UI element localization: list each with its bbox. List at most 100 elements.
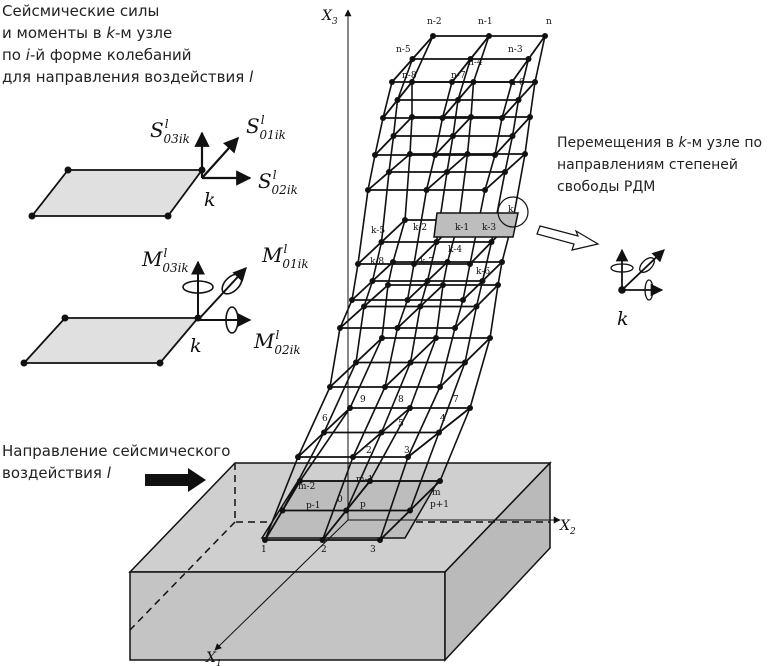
dof-rotation-diagonal-icon — [639, 257, 655, 273]
frame-member — [339, 299, 353, 329]
frame-member — [454, 299, 464, 329]
frame-node — [404, 297, 411, 303]
frame-member — [406, 263, 415, 301]
frame-node — [327, 384, 333, 390]
frame-node — [379, 335, 385, 341]
foundation-side-face — [444, 461, 551, 662]
label-3-base: 3 — [370, 545, 376, 555]
frame-node — [347, 405, 353, 411]
label-m-1: m-1 — [356, 475, 373, 485]
frame-member — [446, 135, 454, 173]
label-7: 7 — [453, 395, 459, 405]
label-m: m — [432, 488, 441, 498]
dof-rotation-horizontal-icon — [644, 279, 654, 301]
label-k-6: k-6 — [476, 267, 490, 277]
frame-node — [509, 133, 516, 139]
label-p-1: p-1 — [306, 501, 321, 511]
frame-member — [374, 117, 384, 156]
direction-caption-line2-pre: воздействия — [2, 464, 107, 482]
frame-node — [444, 169, 450, 175]
frame-member — [494, 117, 503, 156]
label-n-6: n-6 — [510, 78, 525, 88]
label-k-5: k-5 — [371, 226, 385, 236]
frame-member — [472, 35, 490, 83]
frame-node — [437, 478, 443, 484]
label-n-3: n-3 — [508, 45, 523, 55]
moment-plate-node — [20, 359, 28, 367]
frame-member — [299, 407, 351, 482]
x1-axis — [214, 519, 349, 651]
frame-member — [484, 154, 496, 191]
frame-node — [432, 152, 438, 158]
node-k-highlight-circle — [497, 196, 529, 228]
displacement-caption: Перемещения в k-м узле по направлениям с… — [557, 132, 762, 198]
coordinate-axes: X3 X2 X1 — [205, 8, 576, 666]
frame-node — [361, 303, 367, 310]
label-k-7: k-7 — [420, 257, 434, 267]
frame-member — [392, 99, 399, 137]
frame-node — [378, 429, 385, 436]
frame-member — [439, 327, 456, 388]
frame-node — [367, 478, 373, 484]
frame-member — [371, 241, 383, 282]
frame-node — [449, 79, 455, 85]
frame-member — [434, 117, 444, 156]
frame-member — [367, 154, 376, 191]
frame-node — [522, 151, 528, 157]
frame-node — [542, 33, 548, 39]
frame-member — [363, 280, 374, 307]
label-4: 4 — [440, 414, 446, 424]
frame-node — [525, 56, 532, 62]
label-k-8: k-8 — [370, 257, 384, 267]
frame-node — [389, 79, 395, 85]
displacement-caption-line1-post: -м узле по — [686, 135, 763, 151]
moment-plate — [21, 317, 200, 364]
label-2-floor: 2 — [366, 446, 372, 456]
frame-node — [402, 217, 408, 223]
forces-caption-line2-post: -м узле — [115, 24, 173, 42]
frame-member — [497, 261, 503, 286]
displacement-caption-line1-pre: Перемещения в — [557, 135, 679, 151]
frame-node — [467, 405, 473, 411]
frame-member — [380, 171, 390, 243]
frame-member — [517, 58, 530, 101]
frame-node — [411, 261, 417, 267]
frame-node — [502, 169, 508, 175]
frame-node — [353, 359, 359, 366]
frame-member — [345, 432, 383, 511]
forces-caption-line4-pre: для направления воздействия — [2, 68, 249, 86]
frame-member — [264, 456, 299, 541]
frame-member — [470, 81, 475, 118]
forces-caption-line1: Сейсмические силы — [2, 2, 160, 20]
label-k-1: k-1 — [455, 223, 469, 233]
frame-member — [323, 362, 357, 433]
frame-node — [467, 56, 474, 62]
frame-node — [377, 537, 383, 543]
forces-caption-line2-k: k — [106, 24, 116, 42]
m01-rotation-icon — [221, 273, 243, 295]
frame-member — [409, 306, 422, 363]
frame-member — [511, 99, 520, 137]
frame-member — [411, 35, 434, 83]
frame-member — [529, 81, 536, 118]
frame-node — [486, 33, 492, 39]
frame-node — [295, 454, 301, 460]
s01-arrow — [201, 136, 240, 179]
label-9: 9 — [360, 395, 366, 405]
label-k-3: k-3 — [482, 223, 496, 233]
frame-node — [509, 79, 515, 85]
frame-member — [426, 241, 438, 282]
frame-node — [444, 259, 451, 265]
direction-caption-line2-l: l — [106, 464, 111, 482]
frame-node — [378, 239, 385, 245]
frame-node — [488, 239, 495, 245]
node-labels: n-2 n-1 n n-5 n-3 n-4 n-8 n-7 n-6 k k-2 … — [261, 17, 552, 555]
direction-caption: Направление сейсмического воздействия l — [2, 440, 230, 484]
frame-node — [473, 303, 480, 310]
frame-node — [409, 56, 416, 62]
frame-node — [464, 151, 471, 157]
frame-node — [487, 335, 493, 341]
label-n-4: n-4 — [468, 58, 483, 68]
label-n-7: n-7 — [451, 71, 466, 81]
